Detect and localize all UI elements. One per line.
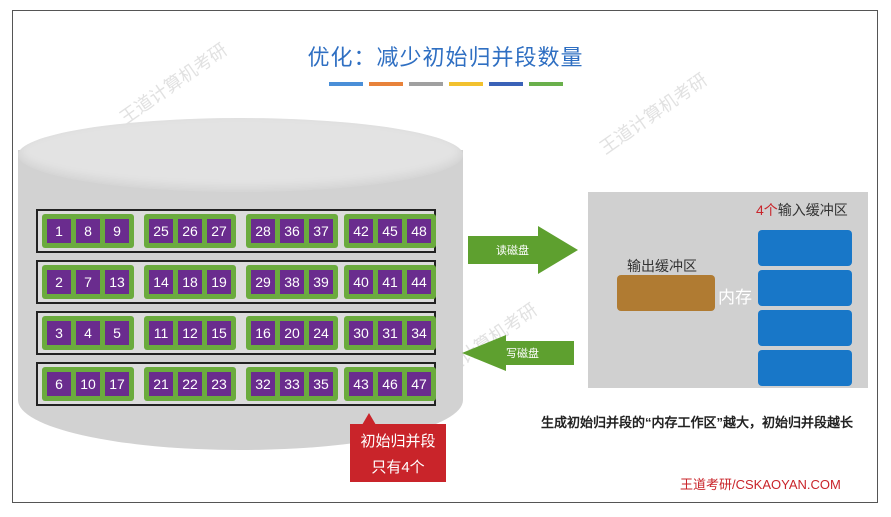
record-cell: 21 <box>149 372 173 396</box>
write-disk-label: 写磁盘 <box>506 348 539 360</box>
record-cell: 18 <box>178 270 202 294</box>
record-cell: 37 <box>309 219 333 243</box>
record-cell: 35 <box>309 372 333 396</box>
record-cell: 24 <box>309 321 333 345</box>
record-cell: 45 <box>378 219 402 243</box>
title-color-bar <box>489 82 523 86</box>
record-cell: 48 <box>407 219 431 243</box>
title-color-bar <box>409 82 443 86</box>
record-cell: 11 <box>149 321 173 345</box>
read-disk-label: 读磁盘 <box>496 245 529 257</box>
record-cell: 10 <box>76 372 100 396</box>
record-cell: 32 <box>251 372 275 396</box>
record-cell: 28 <box>251 219 275 243</box>
record-cell: 12 <box>178 321 202 345</box>
record-cell: 25 <box>149 219 173 243</box>
record-cell: 5 <box>105 321 129 345</box>
input-buffer <box>758 350 852 386</box>
record-cell: 26 <box>178 219 202 243</box>
record-cell: 8 <box>76 219 100 243</box>
run-count-callout: 初始归并段 只有4个 <box>350 424 446 482</box>
output-buffer <box>617 275 715 311</box>
record-cell: 33 <box>280 372 304 396</box>
slide-frame <box>12 10 878 503</box>
input-buffer <box>758 310 852 346</box>
record-cell: 44 <box>407 270 431 294</box>
title-color-bar <box>449 82 483 86</box>
record-cell: 47 <box>407 372 431 396</box>
record-cell: 16 <box>251 321 275 345</box>
write-disk-arrow <box>462 335 574 371</box>
record-cell: 31 <box>378 321 402 345</box>
record-cell: 42 <box>349 219 373 243</box>
record-cell: 13 <box>105 270 129 294</box>
callout-pointer <box>362 413 376 425</box>
slide-title: 优化：减少初始归并段数量 <box>307 46 584 71</box>
record-cell: 1 <box>47 219 71 243</box>
input-buffer-title: 4个输入缓冲区 <box>756 202 848 218</box>
record-cell: 14 <box>149 270 173 294</box>
memory-label: 内存 <box>718 288 752 307</box>
record-cell: 17 <box>105 372 129 396</box>
record-cell: 4 <box>76 321 100 345</box>
record-cell: 3 <box>47 321 71 345</box>
record-cell: 36 <box>280 219 304 243</box>
output-buffer-label: 输出缓冲区 <box>627 258 697 274</box>
record-cell: 27 <box>207 219 231 243</box>
record-cell: 40 <box>349 270 373 294</box>
record-cell: 2 <box>47 270 71 294</box>
read-disk-arrow <box>468 226 578 274</box>
input-buffer <box>758 270 852 306</box>
record-cell: 23 <box>207 372 231 396</box>
record-cell: 15 <box>207 321 231 345</box>
footer-brand: 王道考研/CSKAOYAN.COM <box>680 477 841 492</box>
disk-cylinder-top <box>18 118 463 192</box>
callout-line-2: 只有4个 <box>371 459 425 476</box>
record-cell: 30 <box>349 321 373 345</box>
record-cell: 38 <box>280 270 304 294</box>
record-cell: 43 <box>349 372 373 396</box>
input-buffer <box>758 230 852 266</box>
record-cell: 39 <box>309 270 333 294</box>
record-cell: 20 <box>280 321 304 345</box>
callout-line-1: 初始归并段 <box>360 433 436 450</box>
title-color-bar <box>529 82 563 86</box>
record-cell: 19 <box>207 270 231 294</box>
record-cell: 46 <box>378 372 402 396</box>
record-cell: 34 <box>407 321 431 345</box>
record-cell: 29 <box>251 270 275 294</box>
record-cell: 41 <box>378 270 402 294</box>
title-color-bar <box>369 82 403 86</box>
record-cell: 6 <box>47 372 71 396</box>
memory-note: 生成初始归并段的“内存工作区”越大，初始归并段越长 <box>541 415 854 430</box>
title-color-bar <box>329 82 363 86</box>
record-cell: 7 <box>76 270 100 294</box>
disk-cylinder-rim <box>18 118 463 192</box>
record-cell: 22 <box>178 372 202 396</box>
record-cell: 9 <box>105 219 129 243</box>
